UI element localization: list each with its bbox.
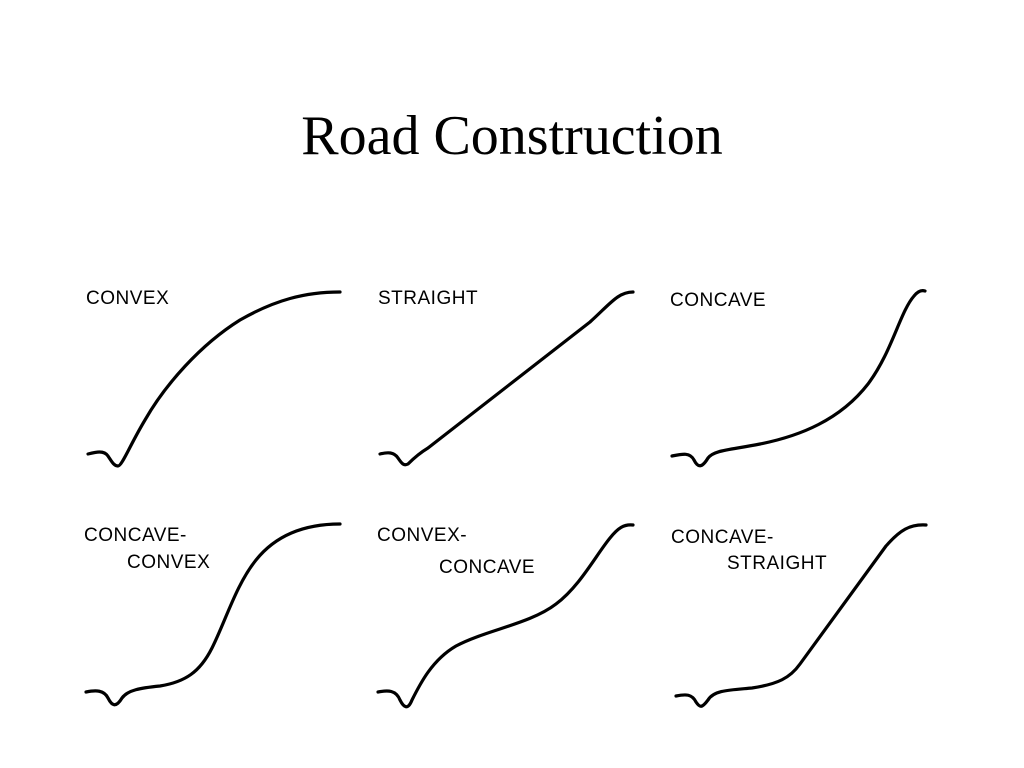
profile-curve-concave-convex — [84, 522, 342, 707]
profile-panel-concave: CONCAVE — [670, 289, 927, 468]
profile-label-convex-concave-line2: CONCAVE — [439, 557, 535, 578]
profile-panel-straight: STRAIGHT — [378, 288, 635, 467]
profile-label-convex: CONVEX — [86, 288, 169, 309]
slide-title: Road Construction — [301, 105, 723, 167]
profile-curve-concave — [670, 289, 927, 468]
profile-panel-convex: CONVEX — [86, 288, 342, 468]
profile-label-concave-straight-line2: STRAIGHT — [727, 553, 827, 574]
profile-label-concave-convex-line1: CONCAVE- — [84, 525, 187, 546]
profile-label-concave: CONCAVE — [670, 290, 766, 311]
profile-label-convex-concave-line1: CONVEX- — [377, 525, 467, 546]
profile-curve-straight — [378, 290, 635, 467]
profile-curve-concave-straight — [674, 523, 928, 708]
profile-label-concave-convex-line2: CONVEX — [127, 552, 210, 573]
profile-curve-convex-concave — [376, 523, 635, 709]
profile-curve-convex — [86, 290, 342, 468]
profile-label-concave-straight-line1: CONCAVE- — [671, 527, 774, 548]
profile-panel-concave-convex: CONCAVE- CONVEX — [84, 522, 342, 707]
profile-panel-concave-straight: CONCAVE- STRAIGHT — [671, 523, 928, 708]
profile-label-straight: STRAIGHT — [378, 288, 478, 309]
profile-panel-convex-concave: CONVEX- CONCAVE — [376, 523, 635, 709]
